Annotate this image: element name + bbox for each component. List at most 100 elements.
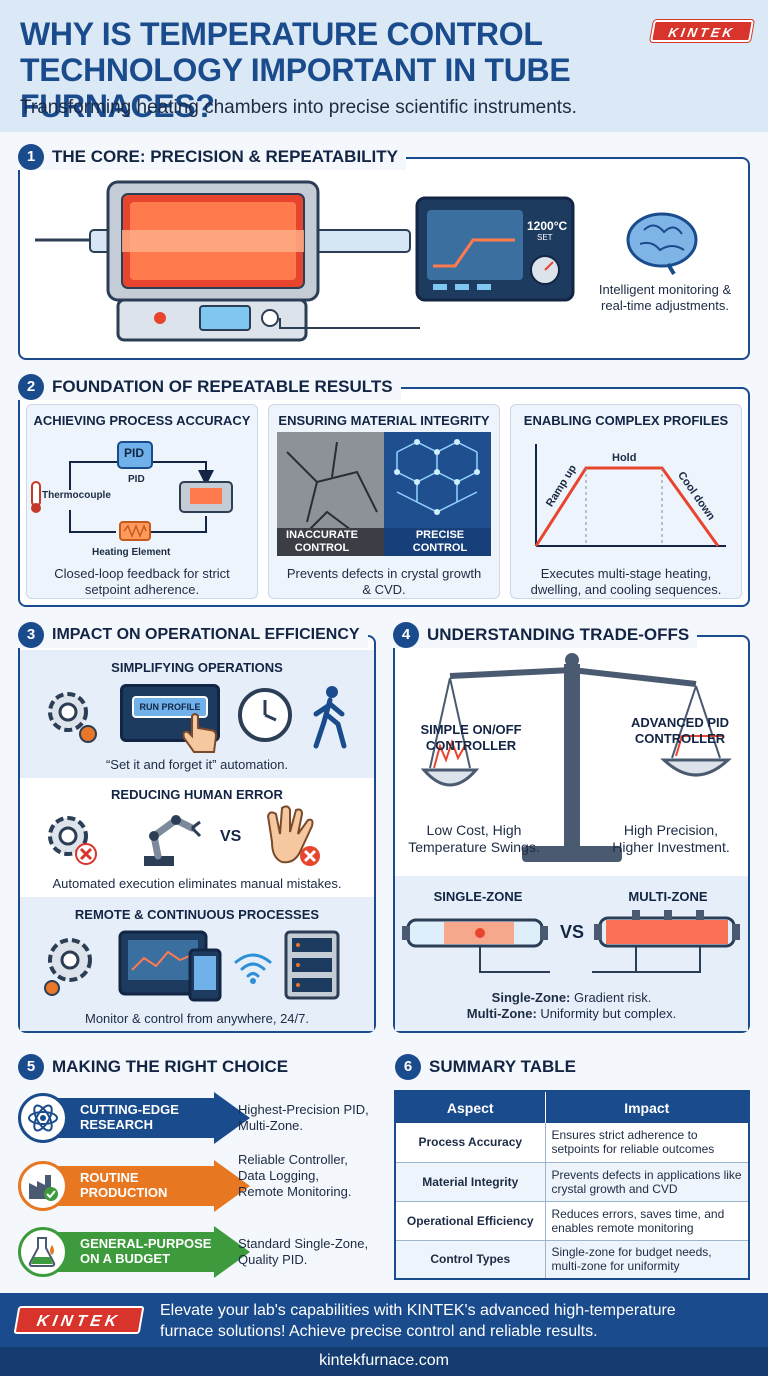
choice-desc: Reliable Controller,Data Logging,Remote … bbox=[238, 1152, 352, 1199]
on-off-caption: Low Cost, High Temperature Swings. bbox=[408, 822, 540, 855]
pid-caption: High Precision, Higher Investment. bbox=[612, 822, 730, 855]
multi-zone-note: Uniformity but complex. bbox=[536, 1006, 677, 1021]
brain-icon bbox=[626, 212, 698, 276]
flask-icon bbox=[18, 1227, 68, 1277]
table-cell: Material Integrity bbox=[395, 1162, 546, 1201]
table-cell: Prevents defects in applications like cr… bbox=[551, 1167, 742, 1196]
footer-line-1: Elevate your lab's capabilities with KIN… bbox=[160, 1302, 676, 1319]
card-title: ENSURING MATERIAL INTEGRITY bbox=[278, 413, 490, 428]
table-row: Material Integrity Prevents defects in a… bbox=[395, 1162, 749, 1201]
section-title: THE CORE: PRECISION & REPEATABILITY bbox=[52, 147, 399, 166]
table-cell: Process Accuracy bbox=[395, 1123, 546, 1162]
section-5-heading: 5 MAKING THE RIGHT CHOICE bbox=[18, 1054, 297, 1080]
table-cell: Control Types bbox=[395, 1240, 546, 1279]
section-3-heading: 3 IMPACT ON OPERATIONAL EFFICIENCY bbox=[18, 622, 368, 648]
card-caption: Closed-loop feedback for strict setpoint… bbox=[54, 566, 230, 597]
single-zone-tube-icon bbox=[402, 918, 550, 973]
pid-controller-title: ADVANCED PID CONTROLLER bbox=[631, 715, 729, 746]
feedback-loop-diagram bbox=[31, 441, 233, 541]
sub-title: SIMPLIFYING OPERATIONS bbox=[111, 660, 283, 675]
page-subtitle: Transforming heating chambers into preci… bbox=[20, 97, 577, 118]
wifi-icon bbox=[234, 953, 272, 984]
sub-title: REMOTE & CONTINUOUS PROCESSES bbox=[74, 907, 320, 922]
table-row: Operational Efficiency Reduces errors, s… bbox=[395, 1201, 749, 1240]
section-title: MAKING THE RIGHT CHOICE bbox=[52, 1057, 289, 1076]
complex-profiles-card: ENABLING COMPLEX PROFILES bbox=[510, 404, 742, 599]
temperature-profile-chart bbox=[534, 444, 726, 547]
sub-caption: Automated execution eliminates manual mi… bbox=[52, 876, 342, 891]
hold-label: Hold bbox=[612, 452, 637, 464]
gear-icon bbox=[48, 692, 97, 743]
section-number: 1 bbox=[18, 144, 44, 170]
sub-title: REDUCING HUMAN ERROR bbox=[111, 787, 283, 802]
inaccurate-control-label: INACCURATE CONTROL bbox=[286, 529, 358, 554]
section-2-heading: 2 FOUNDATION OF REPEATABLE RESULTS bbox=[18, 374, 401, 400]
title-line-2: TECHNOLOGY IMPORTANT IN TUBE FURNACES? bbox=[20, 52, 571, 124]
monitor-phone-icon bbox=[118, 930, 222, 1002]
sub-caption: Monitor & control from anywhere, 24/7. bbox=[85, 1011, 309, 1026]
card-title: ENABLING COMPLEX PROFILES bbox=[523, 413, 729, 428]
zone-note-1: Single-Zone: Gradient risk. bbox=[395, 990, 748, 1006]
table-row: Control Types Single-zone for budget nee… bbox=[395, 1240, 749, 1279]
pointing-hand-icon bbox=[182, 713, 218, 753]
summary-table: Aspect Impact Process Accuracy Ensures s… bbox=[394, 1090, 750, 1280]
table-cell: Reduces errors, saves time, and enables … bbox=[551, 1206, 725, 1235]
hand-error-icon bbox=[266, 805, 320, 866]
vs-label: VS bbox=[560, 922, 585, 942]
section-title: FOUNDATION OF REPEATABLE RESULTS bbox=[52, 377, 393, 396]
table-cell: Single-zone for budget needs, multi-zone… bbox=[551, 1245, 712, 1274]
walking-person-icon bbox=[313, 686, 347, 749]
multi-zone-tube-icon bbox=[592, 910, 740, 973]
multi-zone-label: MULTI-ZONE bbox=[628, 889, 708, 904]
pid-box-label: PID bbox=[124, 446, 145, 460]
display-temperature: 1200°C bbox=[527, 219, 568, 233]
crystal-comparison-image bbox=[277, 432, 491, 556]
pid-label: PID bbox=[128, 474, 145, 485]
balance-scale-icon bbox=[420, 653, 732, 862]
on-off-title: SIMPLE ON/OFF CONTROLLER bbox=[420, 722, 522, 753]
footer-logo: KINTEK bbox=[13, 1306, 145, 1334]
header-band bbox=[0, 0, 768, 132]
page-title: WHY IS TEMPERATURE CONTROL TECHNOLOGY IM… bbox=[20, 16, 660, 124]
section-number: 3 bbox=[18, 622, 44, 648]
gear-error-icon bbox=[48, 816, 97, 865]
section-1-caption: Intelligent monitoring & real-time adjus… bbox=[598, 282, 732, 313]
vs-label: VS bbox=[220, 828, 242, 845]
single-zone-label: SINGLE-ZONE bbox=[433, 889, 523, 904]
kintek-logo: KINTEK bbox=[650, 20, 754, 42]
run-profile-button[interactable]: RUN PROFILE bbox=[132, 696, 208, 718]
zone-note-2: Multi-Zone: Uniformity but complex. bbox=[395, 1006, 748, 1022]
footer-line-2: furnace solutions! Achieve precise contr… bbox=[160, 1323, 598, 1340]
title-line-1: WHY IS TEMPERATURE CONTROL bbox=[20, 16, 543, 52]
controller-display-icon bbox=[415, 196, 575, 302]
section-4-heading: 4 UNDERSTANDING TRADE-OFFS bbox=[393, 622, 698, 648]
table-row: Process Accuracy Ensures strict adherenc… bbox=[395, 1123, 749, 1162]
footer-message: Elevate your lab's capabilities with KIN… bbox=[160, 1300, 760, 1342]
section-title: IMPACT ON OPERATIONAL EFFICIENCY bbox=[52, 626, 360, 643]
display-set-label: SET bbox=[537, 233, 553, 242]
thermocouple-label: Thermocouple bbox=[42, 490, 111, 501]
section-title: UNDERSTANDING TRADE-OFFS bbox=[427, 625, 690, 644]
table-header: Aspect bbox=[395, 1091, 546, 1123]
server-rack-icon bbox=[284, 930, 340, 1000]
table-header: Impact bbox=[624, 1099, 670, 1116]
section-number: 6 bbox=[395, 1054, 421, 1080]
footer-url-bar bbox=[0, 1347, 768, 1376]
single-zone-bold: Single-Zone: bbox=[491, 990, 571, 1005]
choice-desc: Highest-Precision PID,Multi-Zone. bbox=[238, 1102, 369, 1133]
heating-element-label: Heating Element bbox=[92, 547, 171, 558]
zone-block bbox=[395, 876, 748, 1031]
clock-icon bbox=[238, 688, 292, 742]
section-6-heading: 6 SUMMARY TABLE bbox=[395, 1054, 585, 1080]
gear-wrench-icon bbox=[44, 938, 92, 996]
table-cell: Ensures strict adherence to setpoints fo… bbox=[551, 1128, 715, 1157]
atom-icon bbox=[18, 1093, 68, 1143]
card-title: ACHIEVING PROCESS ACCURACY bbox=[33, 413, 251, 428]
section-title: SUMMARY TABLE bbox=[429, 1057, 577, 1076]
website-link[interactable]: kintekfurnace.com bbox=[319, 1352, 449, 1369]
robot-arm-icon bbox=[144, 815, 202, 866]
